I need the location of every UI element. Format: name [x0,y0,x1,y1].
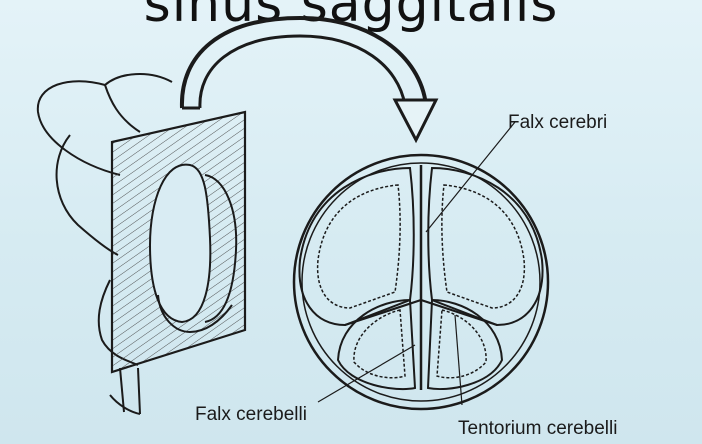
leader-lines [318,122,515,405]
label-falx-cerebelli: Falx cerebelli [195,404,307,425]
label-falx-cerebri: Falx cerebri [508,112,607,133]
label-tentorium-cerebelli: Tentorium cerebelli [458,418,617,439]
section-plane [112,112,245,372]
coronal-section [294,155,548,409]
